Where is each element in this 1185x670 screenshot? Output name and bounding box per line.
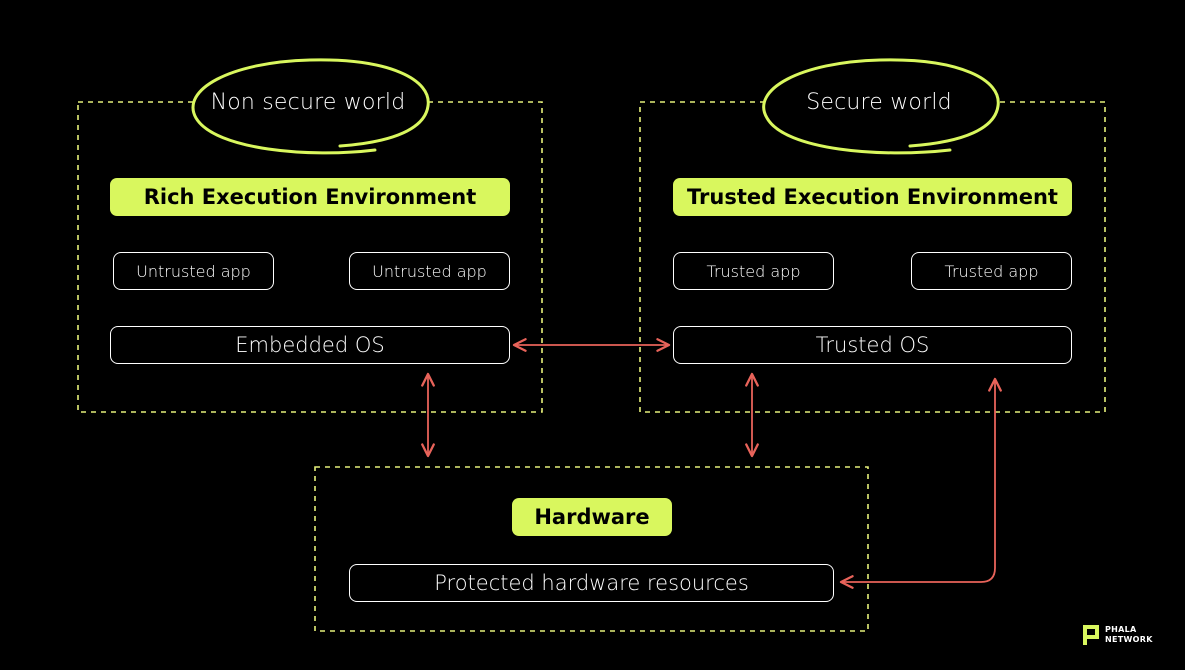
phala-network-logo: PHALA NETWORK (1083, 625, 1153, 645)
hardware-title: Hardware (512, 498, 672, 536)
non-secure-world-ellipse (191, 58, 430, 155)
logo-line-1: PHALA (1105, 625, 1137, 634)
trusted-execution-environment-title: Trusted Execution Environment (673, 178, 1072, 216)
untrusted-app-box-1: Untrusted app (113, 252, 274, 290)
secure-world-ellipse (762, 58, 1000, 155)
logo-line-2: NETWORK (1105, 635, 1153, 644)
secure-world-label: Secure world (806, 90, 952, 115)
protected-hardware-resources-box: Protected hardware resources (349, 564, 834, 602)
trusted-app-box-1: Trusted app (673, 252, 834, 290)
embedded-os-box: Embedded OS (110, 326, 510, 364)
logo-text: PHALA NETWORK (1105, 625, 1153, 645)
arrow-trusted-os-protected-resources (839, 377, 1002, 589)
phala-logo-icon (1083, 625, 1099, 645)
non-secure-world-label: Non secure world (210, 90, 406, 115)
trusted-os-box: Trusted OS (673, 326, 1072, 364)
trusted-app-box-2: Trusted app (911, 252, 1072, 290)
hardware-region (314, 466, 869, 632)
untrusted-app-box-2: Untrusted app (349, 252, 510, 290)
rich-execution-environment-title: Rich Execution Environment (110, 178, 510, 216)
